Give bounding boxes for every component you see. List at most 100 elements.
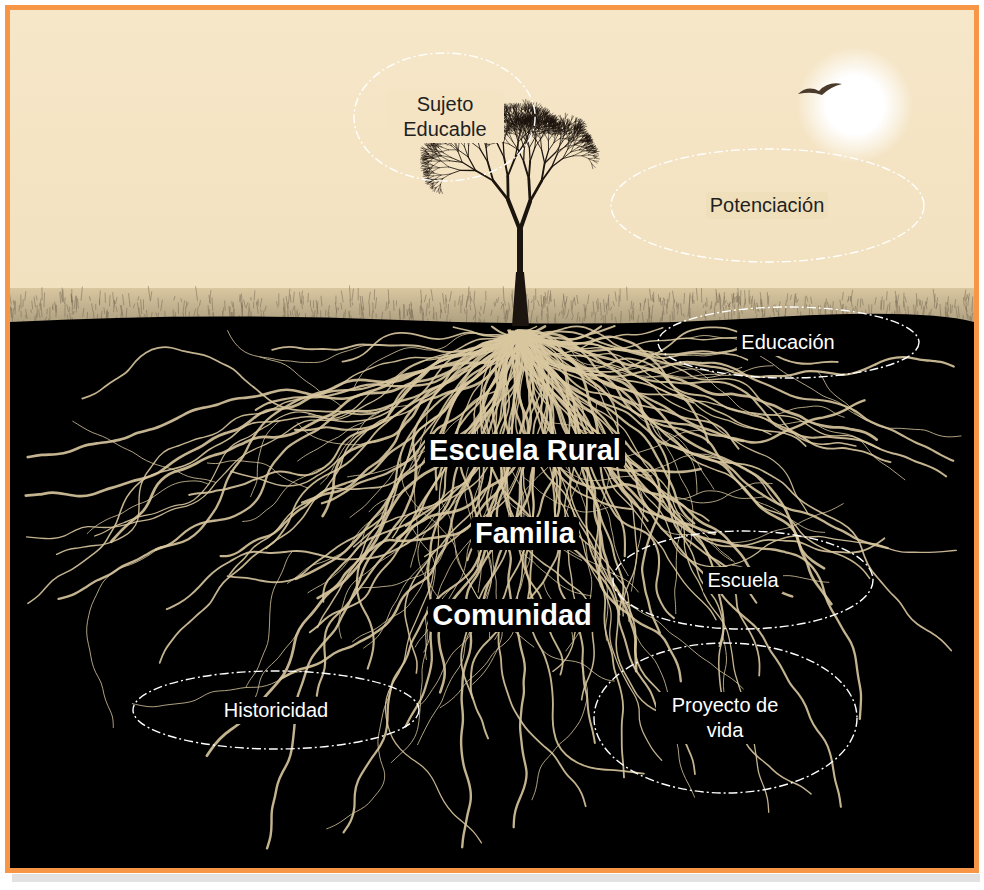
tree-branch bbox=[437, 145, 442, 148]
grass-stroke bbox=[968, 317, 969, 320]
tree-branch bbox=[503, 143, 505, 158]
grass-stroke bbox=[753, 300, 754, 311]
grass-stroke bbox=[571, 300, 572, 309]
tree-branch bbox=[436, 178, 443, 179]
tree-branch bbox=[504, 118, 507, 121]
grass-stroke bbox=[936, 297, 938, 309]
grass-stroke bbox=[349, 285, 351, 300]
grass-stroke bbox=[790, 295, 791, 300]
tree-branch bbox=[517, 230, 523, 272]
grass-stroke bbox=[613, 301, 614, 306]
grass-stroke bbox=[224, 300, 226, 310]
grass-stroke bbox=[653, 292, 654, 302]
grass-stroke bbox=[45, 316, 47, 320]
grass-stroke bbox=[196, 286, 198, 301]
grass-stroke bbox=[764, 308, 765, 316]
grass-stroke bbox=[733, 293, 734, 304]
grass-stroke bbox=[233, 302, 235, 316]
grass-stroke bbox=[778, 301, 780, 315]
grass-stroke bbox=[577, 312, 578, 322]
grass-stroke bbox=[406, 309, 408, 316]
grass-stroke bbox=[794, 293, 796, 305]
tree-branch bbox=[433, 168, 439, 172]
grass-stroke bbox=[729, 303, 730, 310]
grass-stroke bbox=[484, 302, 486, 313]
scene bbox=[797, 47, 913, 163]
grass-stroke bbox=[129, 293, 131, 307]
grass-stroke bbox=[541, 310, 542, 320]
grass-stroke bbox=[369, 292, 371, 304]
grass-stroke bbox=[412, 310, 413, 319]
tree-branch bbox=[432, 154, 436, 156]
grass-stroke bbox=[150, 291, 151, 301]
grass-stroke bbox=[659, 297, 661, 301]
grass-stroke bbox=[325, 310, 326, 317]
scene bbox=[10, 10, 974, 868]
grass-stroke bbox=[720, 300, 721, 312]
grass-stroke bbox=[683, 293, 685, 304]
grass-stroke bbox=[750, 299, 752, 304]
grass-stroke bbox=[403, 305, 404, 319]
tree-branch bbox=[509, 108, 510, 114]
grass-stroke bbox=[971, 297, 973, 312]
grass-stroke bbox=[473, 315, 475, 320]
grass-stroke bbox=[642, 312, 643, 324]
grass-stroke bbox=[588, 294, 589, 304]
grass-stroke bbox=[141, 299, 142, 314]
grass-stroke bbox=[939, 304, 941, 318]
grass-stroke bbox=[649, 289, 651, 301]
grass-stroke bbox=[362, 307, 363, 318]
grass-stroke bbox=[461, 294, 463, 305]
tree-branch bbox=[422, 148, 426, 151]
tree-branch bbox=[433, 161, 439, 165]
grass-stroke bbox=[466, 296, 467, 308]
tree-branch bbox=[436, 184, 440, 187]
grass-stroke bbox=[577, 295, 578, 304]
tree-branch bbox=[508, 200, 520, 230]
grass-stroke bbox=[567, 309, 569, 316]
tree-branch bbox=[450, 170, 460, 174]
grass-stroke bbox=[561, 310, 562, 314]
grass-stroke bbox=[41, 304, 42, 317]
orange-frame bbox=[5, 5, 979, 873]
grass-stroke bbox=[158, 298, 160, 308]
tree-branch bbox=[426, 175, 430, 177]
tree-branch bbox=[458, 152, 462, 163]
grass-stroke bbox=[223, 307, 224, 315]
grass-stroke bbox=[289, 289, 290, 304]
grass-stroke bbox=[619, 289, 620, 302]
grass-stroke bbox=[454, 301, 455, 307]
grass-stroke bbox=[187, 303, 188, 306]
grass-stroke bbox=[629, 315, 630, 321]
grass-stroke bbox=[412, 309, 414, 322]
grass-stroke bbox=[923, 306, 925, 317]
grass-stroke bbox=[256, 302, 258, 314]
tree-branch bbox=[512, 141, 518, 149]
grass-stroke bbox=[574, 297, 576, 306]
grass-stroke bbox=[848, 296, 850, 301]
tree-branch bbox=[423, 154, 428, 156]
grass-stroke bbox=[756, 314, 757, 317]
tree-branch bbox=[443, 153, 451, 158]
grass-stroke bbox=[239, 295, 241, 302]
grass-stroke bbox=[43, 292, 45, 307]
grass-stroke bbox=[49, 307, 50, 320]
tree-branch bbox=[436, 152, 441, 154]
grass-stroke bbox=[648, 308, 650, 323]
grass-stroke bbox=[904, 301, 906, 311]
grass-stroke bbox=[749, 296, 750, 304]
grass-stroke bbox=[564, 306, 565, 316]
grass-stroke bbox=[725, 305, 726, 309]
grass-stroke bbox=[464, 308, 465, 313]
grass-stroke bbox=[352, 302, 354, 305]
tree-branch bbox=[513, 113, 516, 117]
frame-shadow bbox=[12, 874, 980, 882]
grass-stroke bbox=[468, 287, 470, 301]
tree-branch bbox=[421, 155, 426, 156]
grass-stroke bbox=[886, 304, 888, 314]
grass-stroke bbox=[310, 300, 311, 307]
grass-stroke bbox=[376, 314, 377, 318]
grass-stroke bbox=[811, 297, 812, 304]
grass-stroke bbox=[620, 311, 622, 325]
tree-branch bbox=[427, 147, 431, 149]
